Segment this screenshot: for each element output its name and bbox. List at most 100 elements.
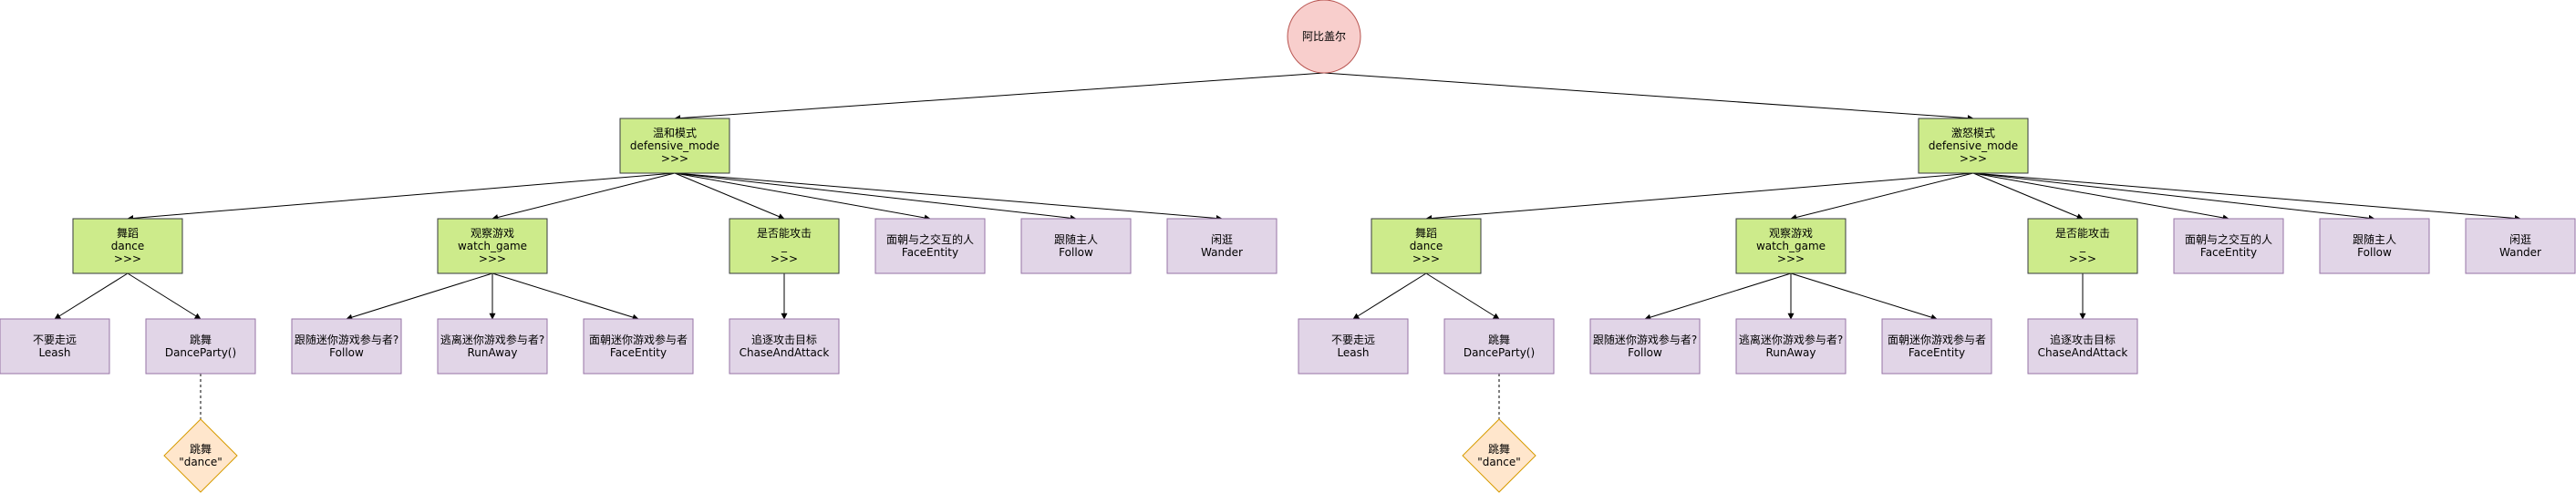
edge-calm_mode-to-calm_wander [674,172,1223,221]
node-label-line: Follow [1059,246,1093,259]
edge-aggro_mode-to-aggro_can_attack [1972,172,2084,220]
composite-node-shape [437,218,548,274]
node-label-line: >>> [479,252,506,265]
node-label-line: Leash [38,346,70,359]
node-label-line: 逃离迷你游戏参与者? [1739,333,1843,346]
edge-aggro_mode-to-aggro_wander [1972,172,2521,221]
node-label-line: 追逐攻击目标 [2050,333,2116,346]
node-label-line: 跟随主人 [1054,232,1098,246]
action-node-shape [874,218,986,274]
node-label-line: Leash [1337,346,1369,359]
node-label-line: ChaseAndAttack [2038,346,2128,359]
action-node-shape [0,318,110,375]
node-label-line: >>> [1777,252,1805,265]
node-label-line: "dance" [179,456,222,468]
node-label-line: FaceEntity [1909,346,1965,359]
node-label-line: 观察游戏 [471,227,514,240]
node-label-line: >>> [661,152,688,165]
node-label-line: defensive_mode [1929,139,2018,152]
node-label-line: >>> [771,252,798,265]
node-label-line: 舞蹈 [1415,227,1437,240]
composite-node-shape [1918,118,2029,174]
edge-calm_mode-to-calm_follow_leader [674,172,1077,221]
event-node-shape [163,418,238,493]
node-label-line: DanceParty() [165,346,236,359]
node-calm-can-attack[interactable]: 是否能攻击_>>> [729,218,840,274]
node-calm-dance-event[interactable]: 跳舞"dance" [163,418,238,493]
node-aggro-can-attack[interactable]: 是否能攻击_>>> [2027,218,2138,274]
node-label-line: 面朝迷你游戏参与者 [1888,333,1986,346]
edge-layer [54,72,2521,419]
edge-calm_mode-to-calm_watch_game [491,172,676,221]
node-label-line: Follow [329,346,364,359]
node-label-line: 舞蹈 [117,227,139,240]
composite-node-shape [1735,218,1847,274]
edge-aggro_mode-to-aggro_face_interact [1972,172,2229,221]
node-label-line: 阿比盖尔 [1302,29,1346,43]
node-label-line: watch_game [458,240,527,252]
edge-aggro_watch_game-to-aggro_face_game [1790,272,1938,321]
node-label-line: DanceParty() [1464,346,1535,359]
event-node-shape [1462,418,1536,493]
node-label-line: 观察游戏 [1769,227,1813,240]
edge-root-to-aggro_mode [1323,72,1974,122]
node-calm-runaway[interactable]: 逃离迷你游戏参与者?RunAway [437,318,548,375]
node-label-line: _ [781,240,788,252]
node-label-line: 跳舞 [190,443,212,456]
node-aggro-runaway[interactable]: 逃离迷你游戏参与者?RunAway [1735,318,1847,375]
composite-node-shape [72,218,183,274]
action-node-shape [2027,318,2138,375]
node-label-line: _ [2079,240,2086,252]
edge-aggro_mode-to-aggro_follow_leader [1972,172,2375,221]
node-root[interactable]: 阿比盖尔 [1287,0,1361,74]
node-label-line: >>> [1412,252,1440,265]
node-aggro-dance-event[interactable]: 跳舞"dance" [1462,418,1536,493]
node-label-line: >>> [2069,252,2096,265]
node-label-line: 闲逛 [2509,233,2531,246]
composite-node-shape [1371,218,1482,274]
node-label-line: 面朝迷你游戏参与者 [589,333,688,346]
composite-node-shape [729,218,840,274]
node-label-line: 跟随迷你游戏参与者? [1593,333,1697,346]
edge-aggro_watch_game-to-aggro_follow_game [1644,272,1792,321]
edge-calm_mode-to-calm_face_interact [674,172,931,221]
node-label-line: 是否能攻击 [2055,227,2110,240]
action-node-shape [583,318,694,375]
action-node-shape [437,318,548,375]
node-calm-follow-game[interactable]: 跟随迷你游戏参与者?Follow [291,318,402,375]
node-label-line: 跳舞 [1488,443,1510,456]
node-label-line: FaceEntity [610,346,667,359]
action-node-shape [2173,218,2284,274]
node-label-line: dance [111,240,145,252]
node-label-line: 逃离迷你游戏参与者? [440,333,544,346]
node-label-line: >>> [1960,152,1987,165]
edge-calm_dance-to-calm_dance_party [127,272,202,320]
action-node-shape [1735,318,1847,375]
node-label-line: >>> [114,252,141,265]
node-label-line: watch_game [1756,240,1826,252]
node-aggro-follow-game[interactable]: 跟随迷你游戏参与者?Follow [1589,318,1701,375]
node-label-line: Follow [1628,346,1662,359]
